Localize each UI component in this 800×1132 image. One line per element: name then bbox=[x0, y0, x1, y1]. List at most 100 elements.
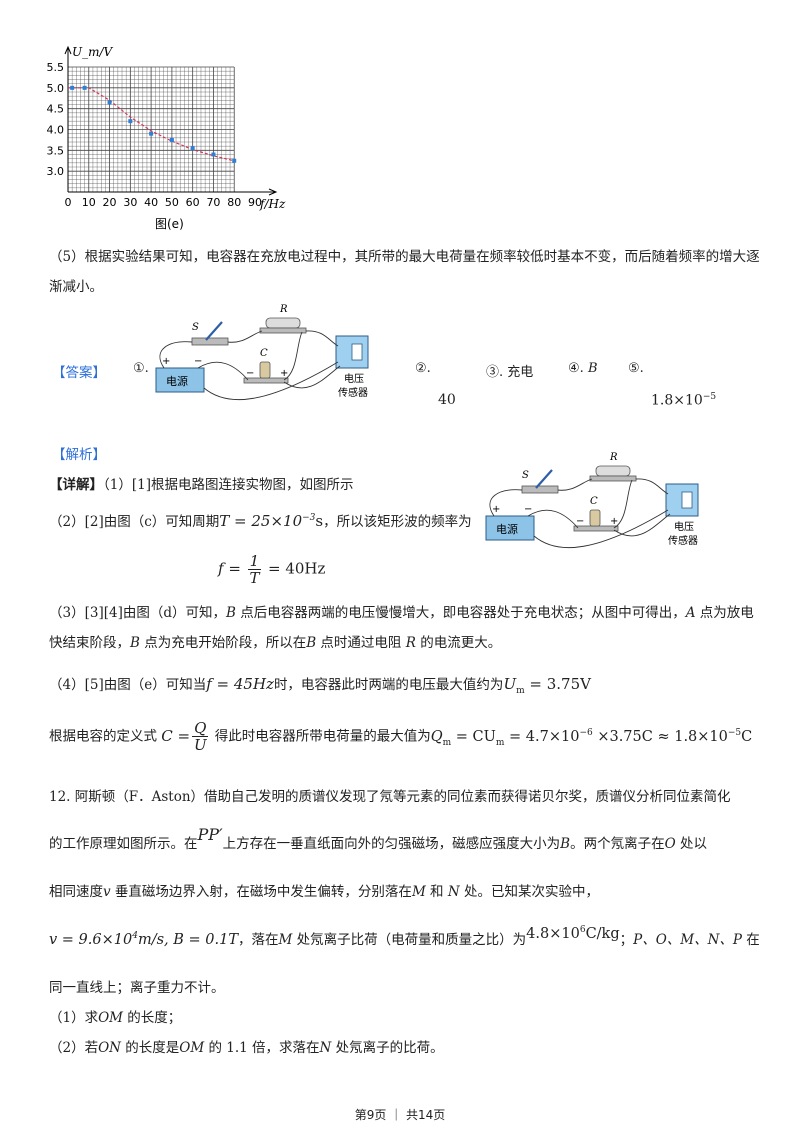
answer-1-label: ①. bbox=[133, 361, 149, 376]
x-tick-label: 40 bbox=[144, 196, 158, 209]
x-tick-label: 30 bbox=[123, 196, 137, 209]
x-tick-label: 70 bbox=[206, 196, 220, 209]
page-footer: 第9页 ｜ 共14页 bbox=[354, 1108, 446, 1122]
wire bbox=[159, 341, 193, 369]
answer-2-value: 40 bbox=[438, 392, 456, 408]
chart-caption: 图(e) bbox=[155, 217, 184, 231]
wire bbox=[283, 365, 341, 389]
capacitor-body bbox=[589, 509, 601, 527]
y-tick-label: 4.5 bbox=[47, 103, 65, 116]
wire bbox=[533, 509, 669, 549]
data-point bbox=[232, 158, 237, 163]
data-point bbox=[70, 85, 75, 90]
answer-3-label: ③. 充电 bbox=[486, 365, 534, 380]
y-axis-arrow bbox=[64, 45, 72, 55]
x-tick-label: 80 bbox=[227, 196, 241, 209]
q12-line-5: 同一直线上；离子重力不计。 bbox=[49, 980, 225, 996]
y-axis-label: U_m/V bbox=[72, 45, 114, 59]
wire bbox=[227, 330, 263, 343]
q12-line-2: 的工作原理如图所示。在PP′上方存在一垂直纸面向外的匀强磁场，磁感应强度大小为B… bbox=[49, 825, 707, 852]
x-tick-label: 60 bbox=[186, 196, 200, 209]
x-axis-label: f/Hz bbox=[259, 197, 286, 211]
resistor-base bbox=[259, 327, 307, 334]
switch-lever bbox=[205, 321, 223, 341]
resistor-label: R bbox=[279, 304, 288, 315]
y-tick-label: 5.0 bbox=[47, 82, 65, 95]
sensor-screen bbox=[351, 343, 363, 361]
sensor-label-1: 电压 bbox=[344, 372, 364, 385]
wire bbox=[527, 509, 579, 529]
answer-4-label: ④. B bbox=[568, 361, 598, 376]
plus-sign: + bbox=[492, 504, 500, 515]
data-point bbox=[169, 137, 174, 142]
capacitor-body bbox=[259, 361, 271, 379]
detail-line-1: 【详解】（1）[1]根据电路图连接实物图，如图所示 bbox=[49, 477, 354, 493]
wire bbox=[203, 361, 339, 401]
data-point bbox=[149, 131, 154, 136]
resistor-base bbox=[589, 475, 637, 482]
switch-lever bbox=[535, 469, 553, 489]
q12-sub-1: （1）求OM 的长度； bbox=[49, 1010, 182, 1026]
data-point bbox=[82, 85, 87, 90]
wire bbox=[613, 513, 671, 537]
data-point bbox=[128, 119, 133, 124]
capacitor-label: C bbox=[260, 348, 268, 359]
answer-5-label: ⑤. bbox=[628, 361, 644, 376]
answer-tag: 【答案】 bbox=[52, 365, 106, 381]
analysis-tag: 【解析】 bbox=[52, 447, 106, 463]
wire bbox=[635, 478, 669, 495]
power-source-label: 电源 bbox=[166, 374, 188, 388]
sensor-screen bbox=[681, 491, 693, 509]
x-axis-arrow bbox=[268, 188, 278, 196]
minus-sign: − bbox=[524, 504, 532, 515]
fit-curve-line bbox=[68, 87, 235, 162]
y-tick-label: 3.0 bbox=[47, 165, 65, 178]
y-tick-label: 4.0 bbox=[47, 124, 65, 137]
detail-line-3: （3）[3][4]由图（d）可知，B 点后电容器两端的电压慢慢增大，即电容器处于… bbox=[49, 605, 754, 651]
power-source bbox=[155, 367, 205, 393]
switch-label: S bbox=[522, 470, 529, 481]
q12-line-4: v = 9.6×104m/s, B = 0.1T，落在M 处氖离子比荷（电荷量和… bbox=[49, 925, 760, 948]
x-tick-label: 0 bbox=[65, 196, 72, 209]
y-tick-label: 3.5 bbox=[47, 144, 65, 157]
minus-sign: − bbox=[194, 356, 202, 367]
sensor-label-2: 传感器 bbox=[338, 386, 368, 399]
fit-curve bbox=[68, 87, 235, 162]
answer-2-label: ②. bbox=[415, 361, 431, 376]
data-point bbox=[211, 152, 216, 157]
q12-line-3: 相同速度v 垂直磁场边界入射，在磁场中发生偏转，分别落在M 和 N 处。已知某次… bbox=[49, 884, 599, 900]
capacitor-label: C bbox=[590, 496, 598, 507]
x-tick-label: 50 bbox=[165, 196, 179, 209]
resistor-label: R bbox=[609, 452, 618, 463]
data-point bbox=[107, 100, 112, 105]
answer-5-value: 1.8×10−5 bbox=[651, 392, 717, 409]
switch-base bbox=[191, 337, 229, 346]
switch-label: S bbox=[192, 322, 199, 333]
plus-sign: + bbox=[162, 356, 170, 367]
power-source-label: 电源 bbox=[496, 522, 518, 536]
wire bbox=[305, 330, 339, 347]
chart-grid bbox=[64, 45, 278, 196]
paragraph-5: （5）根据实验结果可知，电容器在充放电过程中，其所带的最大电荷量在频率较低时基本… bbox=[49, 249, 760, 295]
power-source bbox=[485, 515, 535, 541]
y-tick-label: 5.5 bbox=[47, 61, 65, 74]
data-point bbox=[190, 146, 195, 151]
data-points bbox=[70, 85, 237, 163]
x-tick-label: 90 bbox=[248, 196, 262, 209]
resistor-body bbox=[265, 317, 301, 329]
switch-base bbox=[521, 485, 559, 494]
q12-sub-2: （2）若ON 的长度是OM 的 1.1 倍，求落在N 处氖离子的比荷。 bbox=[49, 1040, 444, 1056]
cap-plus-sign: + bbox=[610, 516, 618, 527]
q12-line-1: 12. 阿斯顿（F．Aston）借助自己发明的质谱仪发现了氖等元素的同位素而获得… bbox=[49, 789, 731, 805]
cap-minus-sign: − bbox=[576, 516, 584, 527]
wire bbox=[197, 361, 249, 381]
detail-line-2: （2）[2]由图（c）可知周期T = 25×10−3s，所以该矩形波的频率为 bbox=[49, 512, 472, 530]
cap-minus-sign: − bbox=[246, 368, 254, 379]
wire bbox=[557, 478, 593, 491]
